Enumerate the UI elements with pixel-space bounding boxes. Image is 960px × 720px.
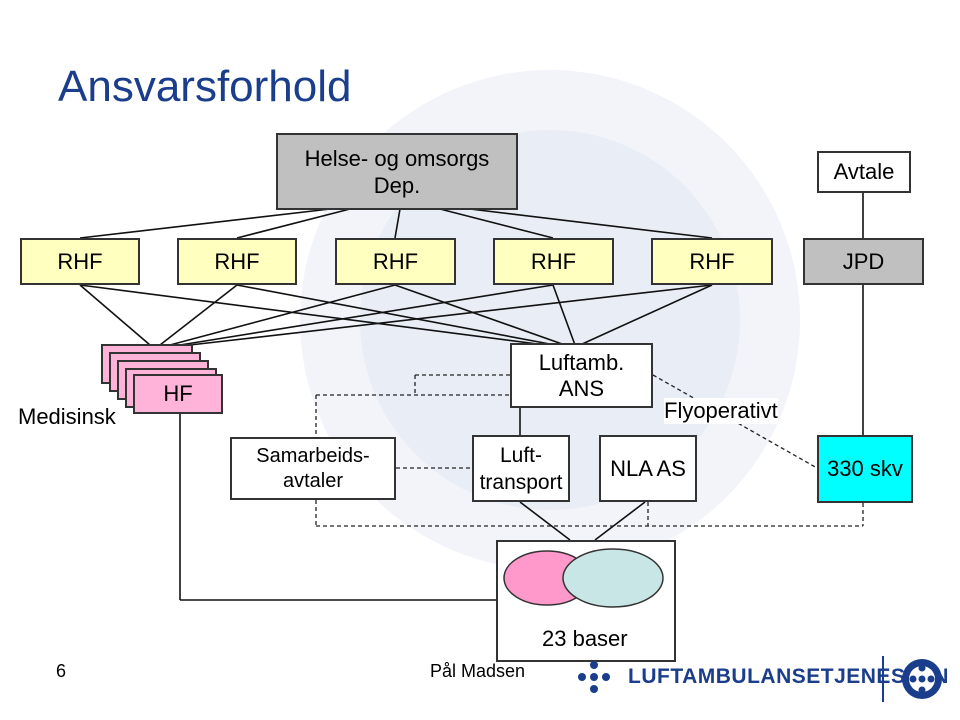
logo-text: LUFTAMBULANSETJENESTEN	[628, 665, 949, 688]
skv-label: 330 skv	[827, 456, 903, 481]
baser-box: 23 baser	[496, 540, 676, 662]
nla-box: NLA AS	[599, 435, 697, 502]
rhf-box-2: RHF	[177, 238, 297, 285]
rhf-box-1: RHF	[20, 238, 140, 285]
dep-box: Helse- og omsorgs Dep.	[276, 133, 518, 210]
avtale-box: Avtale	[817, 151, 911, 193]
baser-label: 23 baser	[542, 626, 628, 651]
page-title: Ansvarsforhold	[58, 62, 352, 111]
logo-divider	[882, 656, 884, 702]
emblem-logo-icon	[902, 659, 942, 699]
rhf-label: RHF	[214, 248, 260, 274]
rhf-label: RHF	[689, 248, 735, 274]
rhf-label: RHF	[372, 248, 419, 274]
rhf-box-5: RHF	[651, 238, 773, 285]
page-number: 6	[56, 661, 67, 681]
samarbeid-label: Samarbeids-	[256, 444, 370, 467]
jpd-box: JPD	[803, 238, 924, 285]
hf-label: HF	[163, 381, 193, 406]
flyoperativt-label: Flyoperativt	[664, 398, 778, 424]
rhf-label: RHF	[530, 248, 577, 274]
dots-logo-icon	[578, 661, 610, 693]
lufttransport-box: Luft- transport	[472, 435, 570, 502]
samarbeidsavtaler-box: Samarbeids- avtaler	[230, 437, 396, 500]
luftamb-label-ans: ANS	[558, 375, 605, 401]
avtale-label: Avtale	[833, 159, 895, 184]
medisinsk-label: Medisinsk	[18, 404, 116, 429]
rhf-box-3: RHF	[335, 238, 456, 285]
samarbeid-label-2: avtaler	[282, 469, 344, 492]
skv-box: 330 skv	[817, 435, 913, 503]
luftamb-label: Luftamb.	[538, 349, 625, 375]
lufttransport-label-2: transport	[479, 470, 563, 494]
bases-venn-icon	[503, 548, 664, 608]
rhf-box-4: RHF	[493, 238, 614, 285]
dep-label: Helse- og omsorgs Dep.	[304, 145, 490, 198]
rhf-label: RHF	[57, 248, 103, 274]
nla-label: NLA AS	[610, 455, 686, 481]
luftamb-box: Luftamb. ANS	[510, 343, 653, 408]
jpd-label: JPD	[842, 248, 885, 274]
author-label: Pål Madsen	[430, 661, 526, 681]
lufttransport-label: Luft-	[499, 443, 543, 467]
hf-box: HF	[133, 374, 223, 414]
